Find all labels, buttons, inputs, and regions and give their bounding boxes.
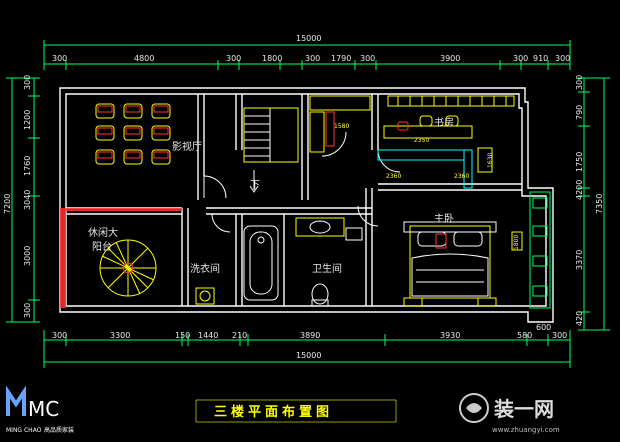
top-segment-labels: 300 4800 300 1800 300 1790 300 3900 300 … xyxy=(52,54,570,63)
right-dimensions xyxy=(578,77,610,331)
dim-left-total: 7200 xyxy=(3,194,12,214)
umbrella-table xyxy=(99,239,157,297)
dim-top-8: 300 xyxy=(513,54,528,63)
balcony-wall-tint xyxy=(60,208,182,308)
dim-bottom-0: 300 xyxy=(52,331,67,340)
dim-left-2: 1760 xyxy=(23,156,32,176)
furniture-label-2: 2350 xyxy=(414,137,429,144)
left-segment-labels: 300 1200 1760 3000 300 3040 7200 xyxy=(3,75,32,318)
logo-cn: 高品质家装 xyxy=(44,426,74,434)
right-segment-labels: 300 790 1750 4200 3370 420 7350 xyxy=(575,75,604,326)
dim-right-3: 4200 xyxy=(575,180,584,200)
room-label-theater: 影视厅 xyxy=(172,140,202,153)
room-label-laundry: 洗衣间 xyxy=(190,262,220,275)
dim-bottom-total: 15000 xyxy=(296,351,321,360)
top-dimensions xyxy=(43,40,571,70)
title-box xyxy=(195,399,397,423)
room-label-balcony-1: 休闲大 xyxy=(88,226,118,239)
dim-top-6: 300 xyxy=(360,54,375,63)
dim-top-10: 300 xyxy=(555,54,570,63)
theater-seats xyxy=(95,103,171,165)
dim-bottom-3: 1440 xyxy=(198,331,218,340)
watermark-name: 装一网 xyxy=(493,397,554,421)
room-label-balcony-2: 阳台 xyxy=(92,240,112,253)
dim-left-mid: 3040 xyxy=(23,190,32,210)
master-wardrobe xyxy=(511,191,551,309)
bottom-segment-labels: 300 3300 150 1440 210 3890 3930 580 300 … xyxy=(52,323,567,340)
bath-fixtures xyxy=(295,217,363,307)
walls xyxy=(59,87,554,323)
dim-right-total: 7350 xyxy=(595,194,604,214)
bottom-dimensions xyxy=(43,330,571,368)
dim-top-4: 300 xyxy=(305,54,320,63)
dim-bottom-2: 150 xyxy=(175,331,190,340)
dim-top-2: 300 xyxy=(226,54,241,63)
dim-right-5: 420 xyxy=(575,311,584,326)
room-label-down: 下 xyxy=(250,180,260,191)
plan-title: 三楼平面布置图 xyxy=(214,404,333,420)
hall-cabinets xyxy=(309,95,371,153)
dim-bottom-5: 3890 xyxy=(300,331,320,340)
dim-top-7: 3900 xyxy=(440,54,460,63)
room-label-bath: 卫生间 xyxy=(312,262,342,275)
logo-mark: MC xyxy=(28,397,59,421)
furniture-label-5: 2360 xyxy=(454,173,469,180)
dim-bottom-7: 580 xyxy=(517,331,532,340)
dim-left-0: 300 xyxy=(23,75,32,90)
dim-bottom-1: 3300 xyxy=(110,331,130,340)
watermark-url: www.zhuangyi.com xyxy=(492,426,560,434)
dim-top-0: 300 xyxy=(52,54,67,63)
master-bed xyxy=(403,221,497,307)
dim-right-4: 3370 xyxy=(575,250,584,270)
dim-left-4: 300 xyxy=(23,303,32,318)
dim-left-1: 1200 xyxy=(23,110,32,130)
room-label-study: 书房 xyxy=(434,116,454,129)
dim-top-5: 1790 xyxy=(331,54,351,63)
dim-left-3: 3000 xyxy=(23,246,32,266)
brand-logo: MC MING CHAO 高品质家装 xyxy=(6,385,74,434)
room-label-master: 主卧 xyxy=(434,212,454,225)
dim-right-1: 790 xyxy=(575,105,584,120)
study-furniture xyxy=(377,95,515,189)
dim-top-total: 15000 xyxy=(296,34,321,43)
left-dimensions xyxy=(6,77,40,323)
dim-top-1: 4800 xyxy=(134,54,154,63)
dim-right-2: 1750 xyxy=(575,152,584,172)
watermark: 装一网 www.zhuangyi.com xyxy=(459,393,560,434)
bathtub xyxy=(243,225,279,301)
dim-bottom-8: 300 xyxy=(552,331,567,340)
furniture-dim-labels: 1580 2350 2360 1800 2360 1630 xyxy=(334,123,520,250)
dim-top-9: 910 xyxy=(533,54,548,63)
furniture-label-6: 1630 xyxy=(487,153,494,168)
dim-top-3: 1800 xyxy=(262,54,282,63)
staircase xyxy=(243,107,299,193)
furniture-label-4: 1800 xyxy=(513,235,520,250)
dim-right-0: 300 xyxy=(575,75,584,90)
room-labels: 影视厅 书房 下 休闲大 阳台 洗衣间 卫生间 主卧 xyxy=(88,116,454,275)
logo-en: MING CHAO xyxy=(6,427,42,434)
dim-bottom-extra: 600 xyxy=(536,323,551,332)
dim-bottom-4: 210 xyxy=(232,331,247,340)
laundry-fixtures xyxy=(195,287,215,305)
dim-bottom-6: 3930 xyxy=(440,331,460,340)
furniture-label-3: 2360 xyxy=(386,173,401,180)
furniture-label-1: 1580 xyxy=(334,123,349,130)
